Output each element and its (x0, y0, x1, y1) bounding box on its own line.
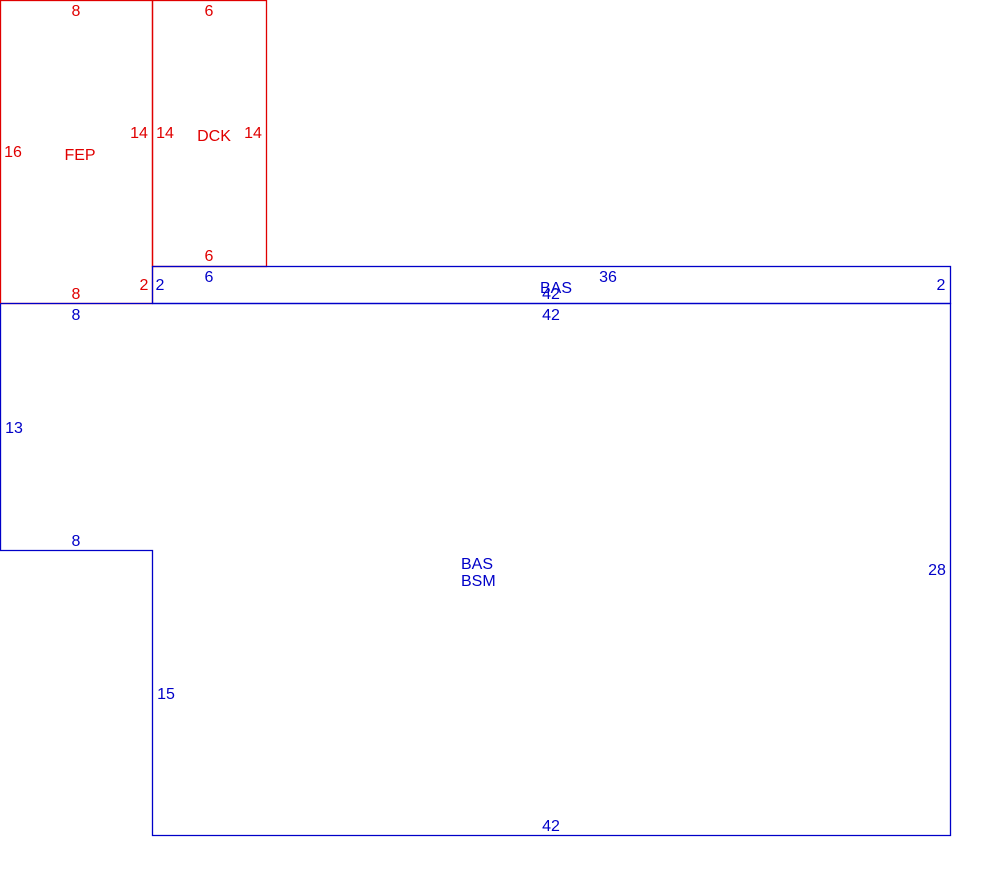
bas-strip-dim-right: 2 (937, 277, 946, 294)
bas-strip-dim-bottom: 42 (542, 286, 560, 303)
bas-main-dim-bottom: 42 (542, 818, 560, 835)
bas-main-dim-top-left: 8 (72, 307, 81, 324)
bas-main-area-label-line2: BSM (461, 573, 496, 590)
fep-dim-step: 2 (140, 277, 149, 294)
bas-main-area-outline (0, 302, 952, 837)
dck-area-label: DCK (197, 128, 231, 145)
dck-dim-left: 14 (156, 125, 174, 142)
bas-strip-area-label: BAS (540, 280, 572, 297)
bas-main-dim-lower-left: 15 (157, 686, 175, 703)
bas-main-dim-left: 13 (5, 420, 23, 437)
bas-main-dim-right: 28 (928, 562, 946, 579)
bas-main-area-label-line1: BAS (461, 556, 493, 573)
bas-strip-dim-top: 36 (599, 269, 617, 286)
bas-main-dim-notch: 8 (72, 533, 81, 550)
bas-strip-dim-left: 2 (156, 277, 165, 294)
bas-strip-dim-under-dck: 6 (205, 269, 214, 286)
dck-dim-right: 14 (244, 125, 262, 142)
dck-dim-top: 6 (205, 3, 214, 20)
fep-dim-bottom: 8 (72, 286, 81, 303)
fep-area-label: FEP (64, 147, 95, 164)
fep-dim-right: 14 (130, 125, 148, 142)
dck-dim-bottom: 6 (205, 248, 214, 265)
fep-dim-top: 8 (72, 3, 81, 20)
bas-main-dim-top: 42 (542, 307, 560, 324)
fep-dim-left: 16 (4, 144, 22, 161)
